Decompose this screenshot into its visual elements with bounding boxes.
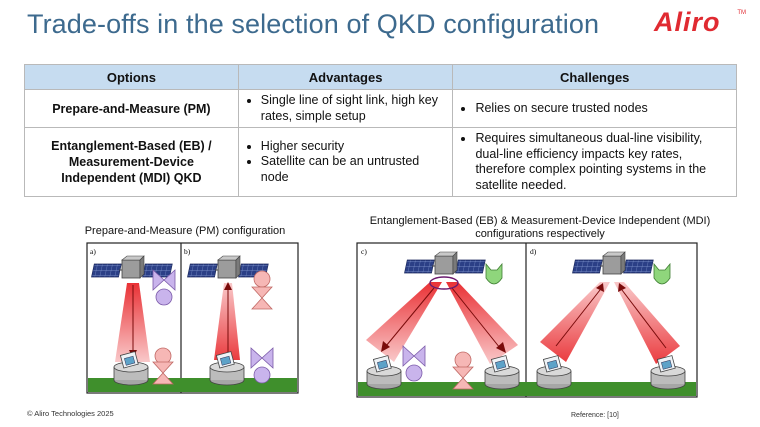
option-cell: Prepare-and-Measure (PM) [24,89,239,128]
column-header-advantages: Advantages [237,64,454,90]
quantum-beam [214,283,240,360]
bob-icon [405,364,423,382]
advantages-cell: Single line of sight link, high key rate… [237,89,454,128]
table-row-eb-mdi: Entanglement-Based (EB) / Measurement-De… [24,127,737,197]
advantage-item: Satellite can be an untrusted node [261,154,447,185]
challenge-item: Relies on secure trusted nodes [475,101,730,117]
bob-icon [253,366,271,384]
aliro-logo: Aliro TM [654,7,746,38]
panel-label-c: c) [361,247,367,256]
copyright-footer: © Aliro Technologies 2025 [27,409,114,418]
pm-panels: a) b) [86,242,299,394]
table-header-row: Options Advantages Challenges [24,64,737,90]
advantage-item: Higher security [261,139,447,155]
ground [358,382,696,396]
page-title: Trade-offs in the selection of QKD confi… [27,9,600,39]
bob-icon [155,288,173,306]
comparison-table: Options Advantages Challenges Prepare-an… [24,64,737,197]
reference-note: Reference: [10] [571,412,619,419]
pm-figure-caption: Prepare-and-Measure (PM) configuration [84,225,286,237]
alice-icon [253,270,271,288]
advantages-cell: Higher security Satellite can be an untr… [237,127,454,197]
challenge-item: Requires simultaneous dual-line visibili… [475,131,730,193]
panel-label-a: a) [90,247,96,256]
challenges-cell: Requires simultaneous dual-line visibili… [452,127,737,197]
option-cell: Entanglement-Based (EB) / Measurement-De… [24,127,239,197]
alice-icon [454,351,472,369]
logo-trademark: TM [737,10,746,16]
relay-node-icon [485,262,503,285]
column-header-challenges: Challenges [452,64,737,90]
eb-mdi-panels: c) d) [356,242,698,398]
eb-mdi-figure-caption: Entanglement-Based (EB) & Measurement-De… [369,215,711,240]
table-row-pm: Prepare-and-Measure (PM) Single line of … [24,89,737,128]
panel-label-d: d) [530,247,537,256]
logo-wordmark: Aliro [654,7,721,37]
entanglement-icon [429,276,459,290]
relay-node-icon [653,262,671,285]
advantage-item: Single line of sight link, high key rate… [261,93,447,124]
panel-label-b: b) [184,247,191,256]
